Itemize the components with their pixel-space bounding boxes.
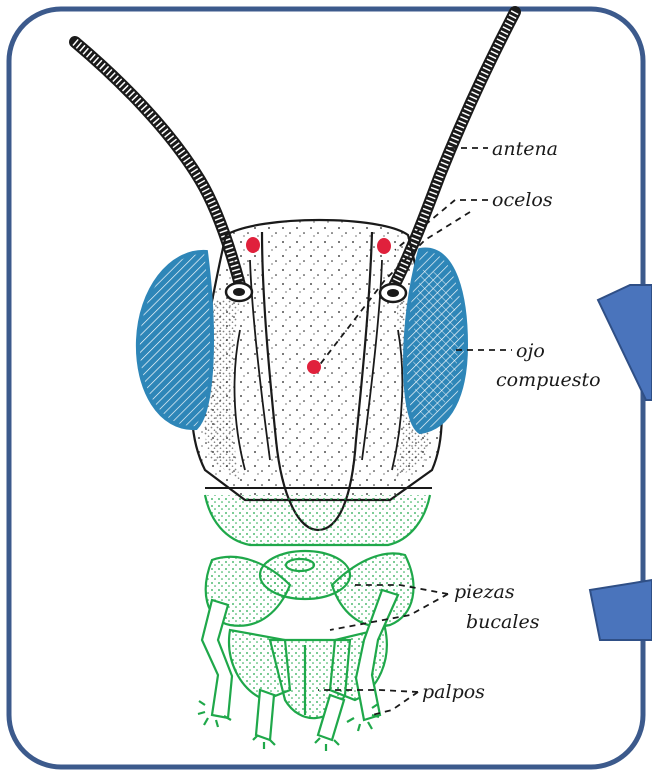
antenna-socket-right	[380, 284, 406, 302]
label-antena: antena	[492, 138, 558, 160]
ocellus-right	[377, 238, 391, 254]
label-bucales: bucales	[466, 611, 540, 633]
antenna-socket-left	[226, 283, 252, 301]
labrum	[205, 495, 430, 545]
label-piezas: piezas	[454, 581, 515, 603]
labrum-center	[260, 551, 350, 599]
palp-inner-left	[256, 690, 274, 740]
label-palpos: palpos	[422, 681, 485, 703]
label-ojo: ojo	[516, 340, 545, 362]
ocellus-left	[246, 237, 260, 253]
arrow-lower	[590, 580, 652, 640]
label-compuesto: compuesto	[496, 369, 601, 391]
ocellus-median	[307, 360, 321, 374]
label-ocelos: ocelos	[492, 189, 553, 211]
